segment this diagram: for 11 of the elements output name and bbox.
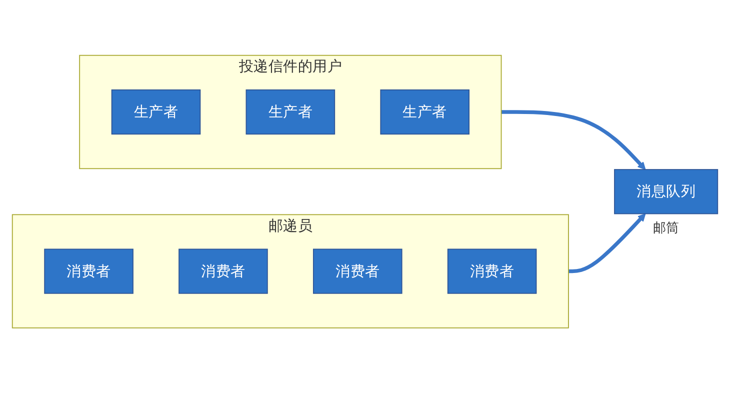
node-box: 消息队列	[614, 169, 718, 214]
node-box: 生产者	[111, 90, 201, 135]
node-box: 消费者	[312, 249, 402, 294]
node-box: 消费者	[178, 249, 268, 294]
node-box: 消费者	[447, 249, 537, 294]
node-box: 生产者	[246, 90, 336, 135]
node-caption: 邮筒	[653, 221, 680, 236]
arrow	[568, 214, 646, 274]
node-box: 生产者	[380, 90, 470, 135]
node-box: 消费者	[44, 249, 134, 294]
arrow	[501, 110, 646, 170]
